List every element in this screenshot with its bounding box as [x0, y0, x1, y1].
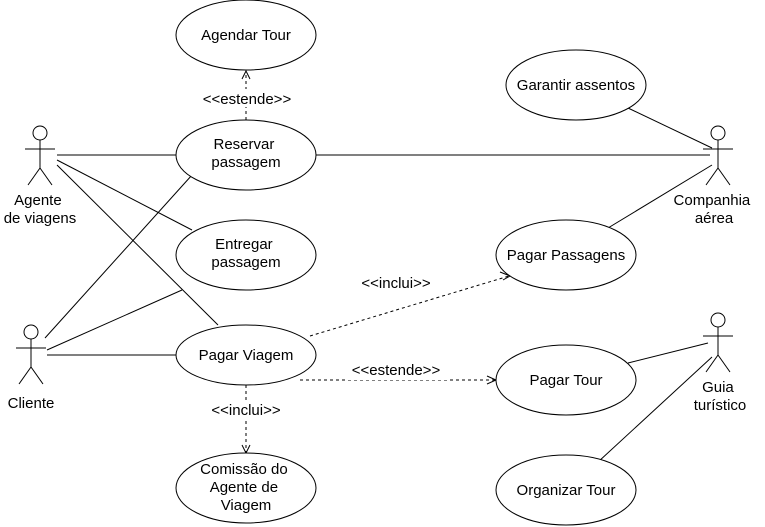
assoc-organizar-tour-guia — [597, 356, 713, 463]
stick-figure-icon — [16, 324, 46, 385]
actor-guia-turistico[interactable]: Guia turístico — [694, 312, 747, 414]
use-case-pagar-tour[interactable]: Pagar Tour — [495, 344, 637, 416]
use-case-comissao[interactable]: Comissão do Agente de Viagem — [175, 452, 317, 524]
use-case-reservar-passagem-label: Reservar passagem — [211, 136, 280, 171]
use-case-organizar-tour[interactable]: Organizar Tour — [495, 454, 637, 526]
stick-figure-icon — [703, 125, 733, 186]
use-case-entregar-passagem[interactable]: Entregar passagem — [175, 219, 317, 291]
assoc-agente-pagar-viagem — [56, 164, 219, 326]
assoc-pagar-tour-guia — [627, 342, 709, 364]
use-case-pagar-viagem[interactable]: Pagar Viagem — [175, 324, 317, 386]
use-case-agendar-tour-label: Agendar Tour — [201, 27, 291, 44]
actor-companhia-label: Companhia aérea — [674, 192, 755, 227]
label-inclui-passagens: <<inclui>> — [361, 275, 430, 292]
assoc-cliente-reservar — [44, 174, 193, 339]
use-case-pagar-passagens[interactable]: Pagar Passagens — [495, 219, 637, 291]
dep-reservar-agendar-arrow — [241, 69, 251, 80]
use-case-comissao-label: Comissão do Agente de Viagem — [200, 461, 292, 514]
assoc-garantir-companhia — [627, 107, 713, 149]
relationship-labels: <<estende>> <<inclui>> <<estende>> <<inc… — [196, 89, 447, 419]
use-case-pagar-tour-label: Pagar Tour — [529, 372, 602, 389]
assoc-cliente-entregar — [46, 289, 183, 351]
use-case-garantir-assentos[interactable]: Garantir assentos — [505, 49, 647, 121]
use-case-entregar-passagem-label: Entregar passagem — [211, 236, 280, 271]
assoc-pagar-passagens-companhia — [607, 164, 713, 229]
use-case-garantir-assentos-label: Garantir assentos — [517, 77, 635, 94]
label-inclui-comissao: <<inclui>> — [211, 402, 280, 419]
label-estende-tour: <<estende>> — [352, 362, 441, 379]
actor-companhia-aerea[interactable]: Companhia aérea — [674, 125, 755, 227]
use-case-organizar-tour-label: Organizar Tour — [517, 482, 616, 499]
use-case-agendar-tour[interactable]: Agendar Tour — [175, 0, 317, 71]
actor-cliente[interactable]: Cliente — [8, 324, 55, 412]
label-estende-agendar: <<estende>> — [203, 91, 292, 108]
actor-agente-label: Agente de viagens — [4, 192, 77, 227]
stick-figure-icon — [703, 312, 733, 373]
use-case-pagar-viagem-label: Pagar Viagem — [199, 347, 294, 364]
actor-cliente-label: Cliente — [8, 395, 55, 412]
actor-agente-de-viagens[interactable]: Agente de viagens — [4, 125, 77, 227]
assoc-agente-entregar — [56, 159, 193, 231]
dep-viagem-passagens — [309, 275, 510, 337]
use-case-reservar-passagem[interactable]: Reservar passagem — [175, 119, 317, 191]
actor-guia-label: Guia turístico — [694, 379, 747, 414]
associations — [44, 107, 713, 463]
use-case-pagar-passagens-label: Pagar Passagens — [507, 247, 625, 264]
stick-figure-icon — [25, 125, 55, 186]
